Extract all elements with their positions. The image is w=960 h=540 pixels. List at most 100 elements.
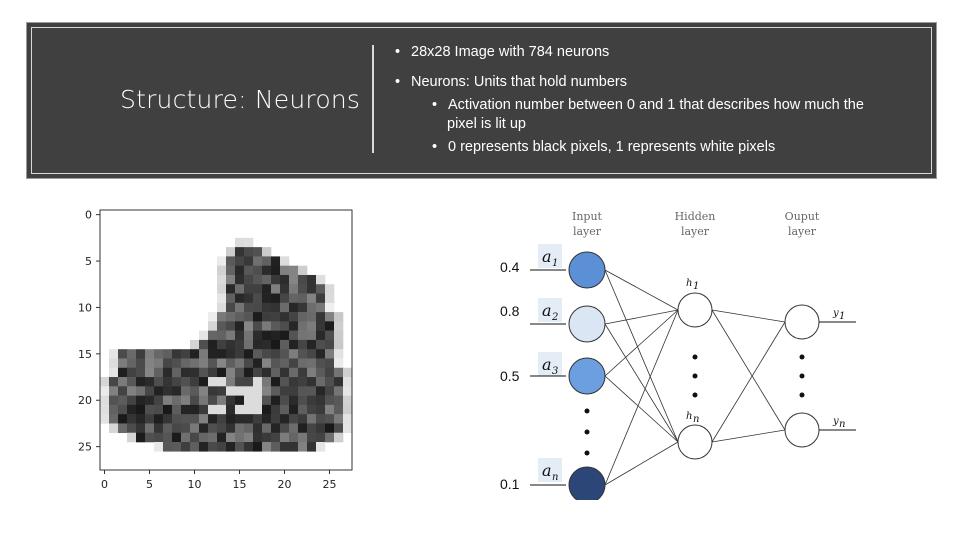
boot-pixel: [289, 321, 299, 331]
boot-pixel: [280, 358, 290, 369]
boot-pixel: [298, 432, 308, 443]
boot-pixel: [271, 293, 281, 304]
boot-pixel: [262, 404, 272, 415]
boot-pixel: [289, 367, 299, 378]
boot-pixel: [289, 386, 299, 396]
boot-pixel: [100, 404, 110, 415]
boot-pixel: [334, 330, 344, 341]
boot-pixel: [172, 414, 182, 424]
boot-pixel: [235, 274, 245, 285]
boot-pixel: [316, 330, 326, 341]
boot-pixel: [280, 349, 290, 359]
neuron-label: a: [542, 355, 552, 374]
bullet-dot: •: [432, 139, 438, 155]
boot-pixel: [298, 358, 308, 369]
sub-bullet-pixels: • 0 represents black pixels, 1 represents…: [432, 138, 775, 157]
bullet-text: Neurons: Units that hold numbers: [411, 74, 627, 90]
boot-pixel: [271, 377, 281, 387]
boot-pixel: [289, 349, 299, 359]
output-neuron-n: y n: [784, 412, 856, 448]
boot-pixel: [226, 293, 236, 304]
boot-pixel: [289, 274, 299, 285]
boot-pixel: [217, 395, 227, 406]
boot-pixel: [253, 293, 263, 304]
boot-pixel: [253, 339, 263, 350]
boot-pixel: [235, 339, 245, 350]
boot-pixel: [163, 423, 173, 434]
boot-pixel: [307, 284, 317, 294]
boot-pixel: [118, 386, 128, 396]
boot-pixel: [271, 321, 281, 331]
boot-pixel: [172, 395, 182, 406]
boot-pixel: [298, 367, 308, 378]
boot-pixel: [235, 432, 245, 443]
boot-pixel: [172, 432, 182, 443]
boot-pixel: [280, 321, 290, 331]
boot-pixel: [244, 247, 254, 257]
boot-pixel: [154, 404, 164, 415]
label-highlight: [538, 244, 562, 268]
boot-pixel: [109, 358, 119, 369]
x-tick-label: 10: [188, 478, 202, 491]
boot-pixel: [154, 432, 164, 443]
boot-pixel: [136, 432, 146, 443]
x-tick-label: 20: [278, 478, 292, 491]
boot-pixel: [172, 404, 182, 415]
boot-pixel: [100, 377, 110, 387]
boot-pixel: [154, 395, 164, 406]
boot-pixel: [127, 377, 137, 387]
boot-pixel: [298, 404, 308, 415]
bullet-neurons: •Neurons: Units that hold numbers: [395, 73, 627, 92]
boot-pixel: [316, 432, 326, 443]
boot-pixel: [253, 284, 263, 294]
boot-pixel: [181, 432, 191, 443]
network-edge: [711, 429, 786, 443]
boot-pixel: [325, 293, 335, 304]
boot-pixel: [154, 386, 164, 396]
boot-pixel: [244, 367, 254, 378]
boot-pixel: [343, 367, 353, 378]
boot-pixel: [217, 432, 227, 443]
boot-pixel: [163, 414, 173, 424]
boot-pixel: [127, 386, 137, 396]
neuron-label: a: [542, 461, 552, 480]
bullet-text: 0 represents black pixels, 1 represents …: [448, 139, 776, 155]
boot-pixel: [208, 386, 218, 396]
slide-title: Structure: Neurons: [120, 85, 361, 114]
boot-pixel: [244, 256, 254, 266]
boot-pixel: [172, 349, 182, 359]
boot-pixel: [262, 312, 272, 322]
boot-pixel: [253, 321, 263, 331]
neuron-circle: [784, 304, 820, 340]
boot-pixel: [145, 395, 155, 406]
output-label: y: [832, 308, 839, 319]
boot-pixel: [217, 339, 227, 350]
boot-pixel: [100, 414, 110, 424]
boot-pixel: [181, 414, 191, 424]
boot-pixel: [217, 312, 227, 322]
y-tick-label: 20: [78, 394, 92, 407]
boot-pixel: [271, 349, 281, 359]
input-neuron-2: 0.8 a 2: [500, 298, 606, 343]
boot-pixel: [307, 312, 317, 322]
boot-pixel: [244, 442, 254, 452]
boot-pixel: [271, 386, 281, 396]
x-tick-label: 25: [323, 478, 337, 491]
boot-pixel: [307, 274, 317, 285]
boot-pixel: [127, 367, 137, 378]
boot-pixel: [253, 358, 263, 369]
boot-pixel: [226, 265, 236, 276]
boot-pixel: [181, 349, 191, 359]
boot-pixel: [136, 386, 146, 396]
boot-pixel: [136, 358, 146, 369]
boot-pixel: [289, 312, 299, 322]
boot-pixel: [271, 265, 281, 276]
activation-value: 0.1: [500, 476, 520, 492]
boot-pixel: [253, 274, 263, 285]
boot-pixel: [199, 349, 209, 359]
boot-pixel: [199, 414, 209, 424]
neuron-label: a: [542, 301, 552, 320]
boot-pixel: [127, 395, 137, 406]
boot-pixel: [253, 404, 263, 415]
